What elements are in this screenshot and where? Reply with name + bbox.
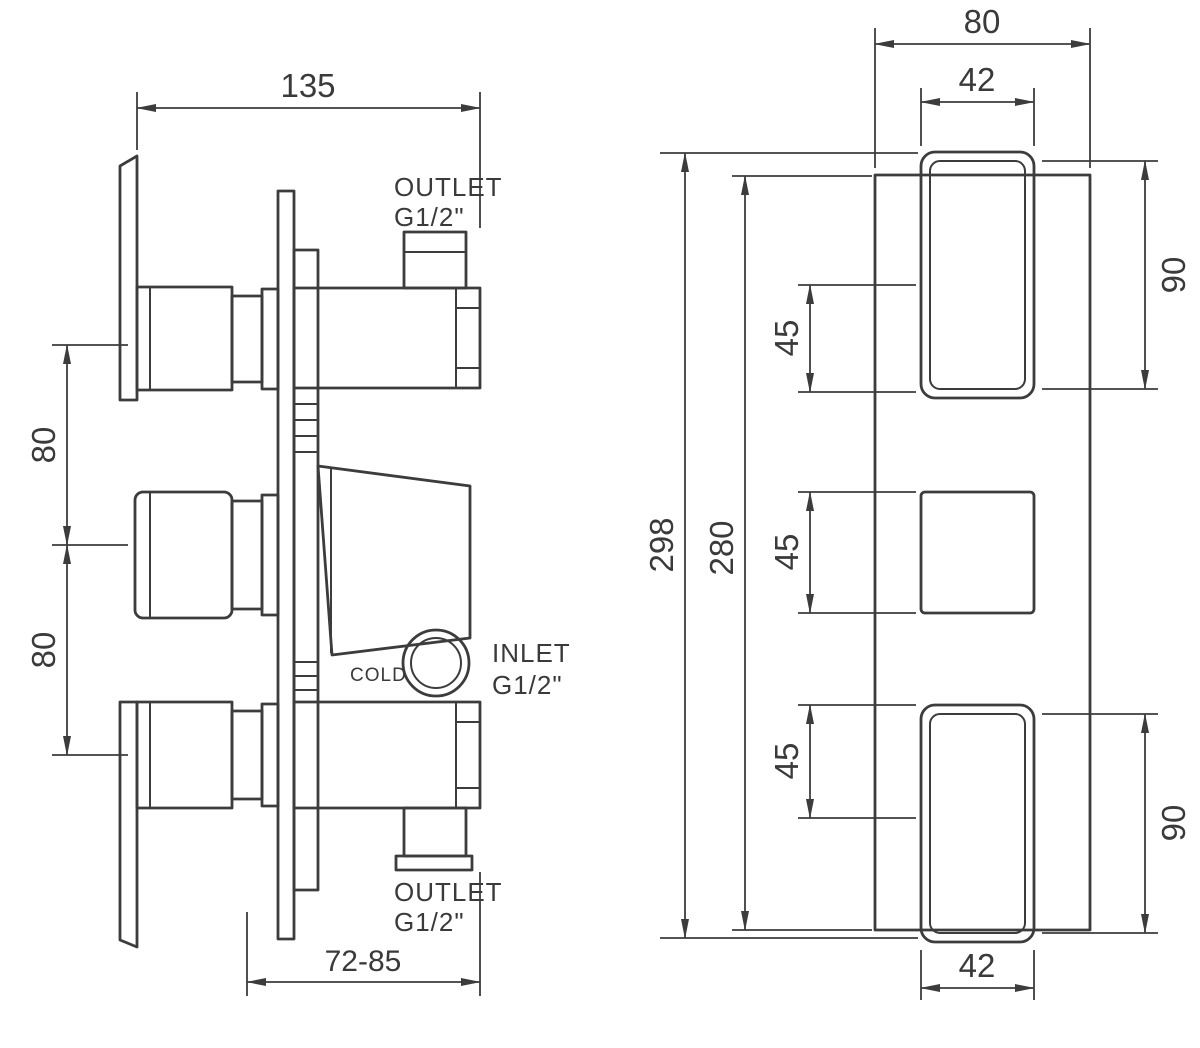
body-cartridge-cone xyxy=(316,464,472,657)
label-outlet-top: OUTLET G1/2" xyxy=(394,172,503,232)
front-view-geometry xyxy=(873,150,1092,944)
dim-spacing-lower-value: 80 xyxy=(25,632,62,669)
handle-top-step xyxy=(230,294,264,384)
outlet-bottom-label-line1: OUTLET xyxy=(394,877,503,907)
dim-overall-height-value: 298 xyxy=(643,517,680,572)
handle-middle-front xyxy=(919,490,1036,615)
dim-plate-width: 80 xyxy=(874,3,1091,168)
outlet-top-label-line2: G1/2" xyxy=(394,202,465,232)
dim-handle-width-bottom: 42 xyxy=(920,947,1035,1000)
dim-install-depth: 72-85 xyxy=(246,872,481,996)
dim-width-value: 135 xyxy=(280,67,335,104)
cold-label: COLD xyxy=(350,665,407,686)
dim-handle-height-bottom-value: 90 xyxy=(1155,805,1192,842)
dim-plate-width-value: 80 xyxy=(964,3,1001,40)
outlet-bottom-label-line2: G1/2" xyxy=(394,907,465,937)
dim-handle-width-top: 42 xyxy=(920,61,1035,146)
dim-offset-bottom: 45 xyxy=(768,704,916,819)
label-inlet: INLET G1/2" xyxy=(492,638,571,700)
handle-top-lever-blade xyxy=(118,154,139,402)
wall-plate-front xyxy=(873,173,1092,932)
handle-middle-flange xyxy=(260,493,280,617)
dim-handle-spacing: 80 80 xyxy=(25,344,128,756)
dim-handle-width-top-value: 42 xyxy=(959,61,996,98)
handle-middle-step xyxy=(230,499,264,611)
handle-top-front-outer xyxy=(919,150,1036,400)
inlet-port-inner xyxy=(410,637,462,689)
dim-offset-bottom-value: 45 xyxy=(768,743,805,780)
dim-offset-top: 45 xyxy=(768,284,916,393)
dim-offset-middle: 45 xyxy=(768,491,916,614)
dim-offset-middle-value: 45 xyxy=(768,534,805,571)
dim-handle-width-bottom-value: 42 xyxy=(959,947,996,984)
wall-plate-side xyxy=(276,189,296,941)
dim-depth-value: 72-85 xyxy=(325,945,402,978)
side-view: 135 80 80 72-85 OUTLET G1/2" INLET G1/2" xyxy=(25,67,571,996)
dim-offset-top-value: 45 xyxy=(768,320,805,357)
dim-handle-height-bottom: 90 xyxy=(1042,713,1192,934)
side-view-geometry xyxy=(118,154,482,949)
dim-width-135: 135 xyxy=(136,67,481,228)
handle-top-front-inner xyxy=(929,160,1026,390)
outlet-top-label-line1: OUTLET xyxy=(394,172,503,202)
label-outlet-bottom: OUTLET G1/2" xyxy=(394,877,503,937)
body-top-block xyxy=(292,286,482,390)
outlet-pipe-top xyxy=(402,230,468,290)
dim-overall-height: 298 xyxy=(643,152,918,939)
handle-bottom-front-outer xyxy=(919,703,1036,944)
body-spine xyxy=(292,248,320,892)
handle-top-hub xyxy=(135,285,234,392)
inlet-label-line1: INLET xyxy=(492,638,571,668)
handle-bottom-lever-blade xyxy=(118,700,139,949)
dim-plate-height-value: 280 xyxy=(703,520,740,575)
handle-bottom-hub xyxy=(135,700,234,810)
handle-top-flange xyxy=(260,287,280,391)
handle-bottom-front-inner xyxy=(929,713,1026,934)
outlet-pipe-bottom-flange xyxy=(394,854,474,872)
dim-handle-height-top: 90 xyxy=(1042,160,1192,390)
body-bottom-block xyxy=(292,700,482,810)
dim-spacing-upper-value: 80 xyxy=(25,427,62,464)
inlet-port-outer xyxy=(401,628,471,698)
dim-handle-height-top-value: 90 xyxy=(1155,257,1192,294)
body-ribs xyxy=(294,403,318,691)
handle-bottom-flange xyxy=(260,702,280,808)
inlet-label-line2: G1/2" xyxy=(492,670,563,700)
handle-bottom-step xyxy=(230,709,264,801)
front-view: 80 42 90 45 298 xyxy=(643,3,1192,1000)
dim-plate-height: 280 xyxy=(703,175,872,931)
outlet-pipe-bottom xyxy=(402,806,468,858)
